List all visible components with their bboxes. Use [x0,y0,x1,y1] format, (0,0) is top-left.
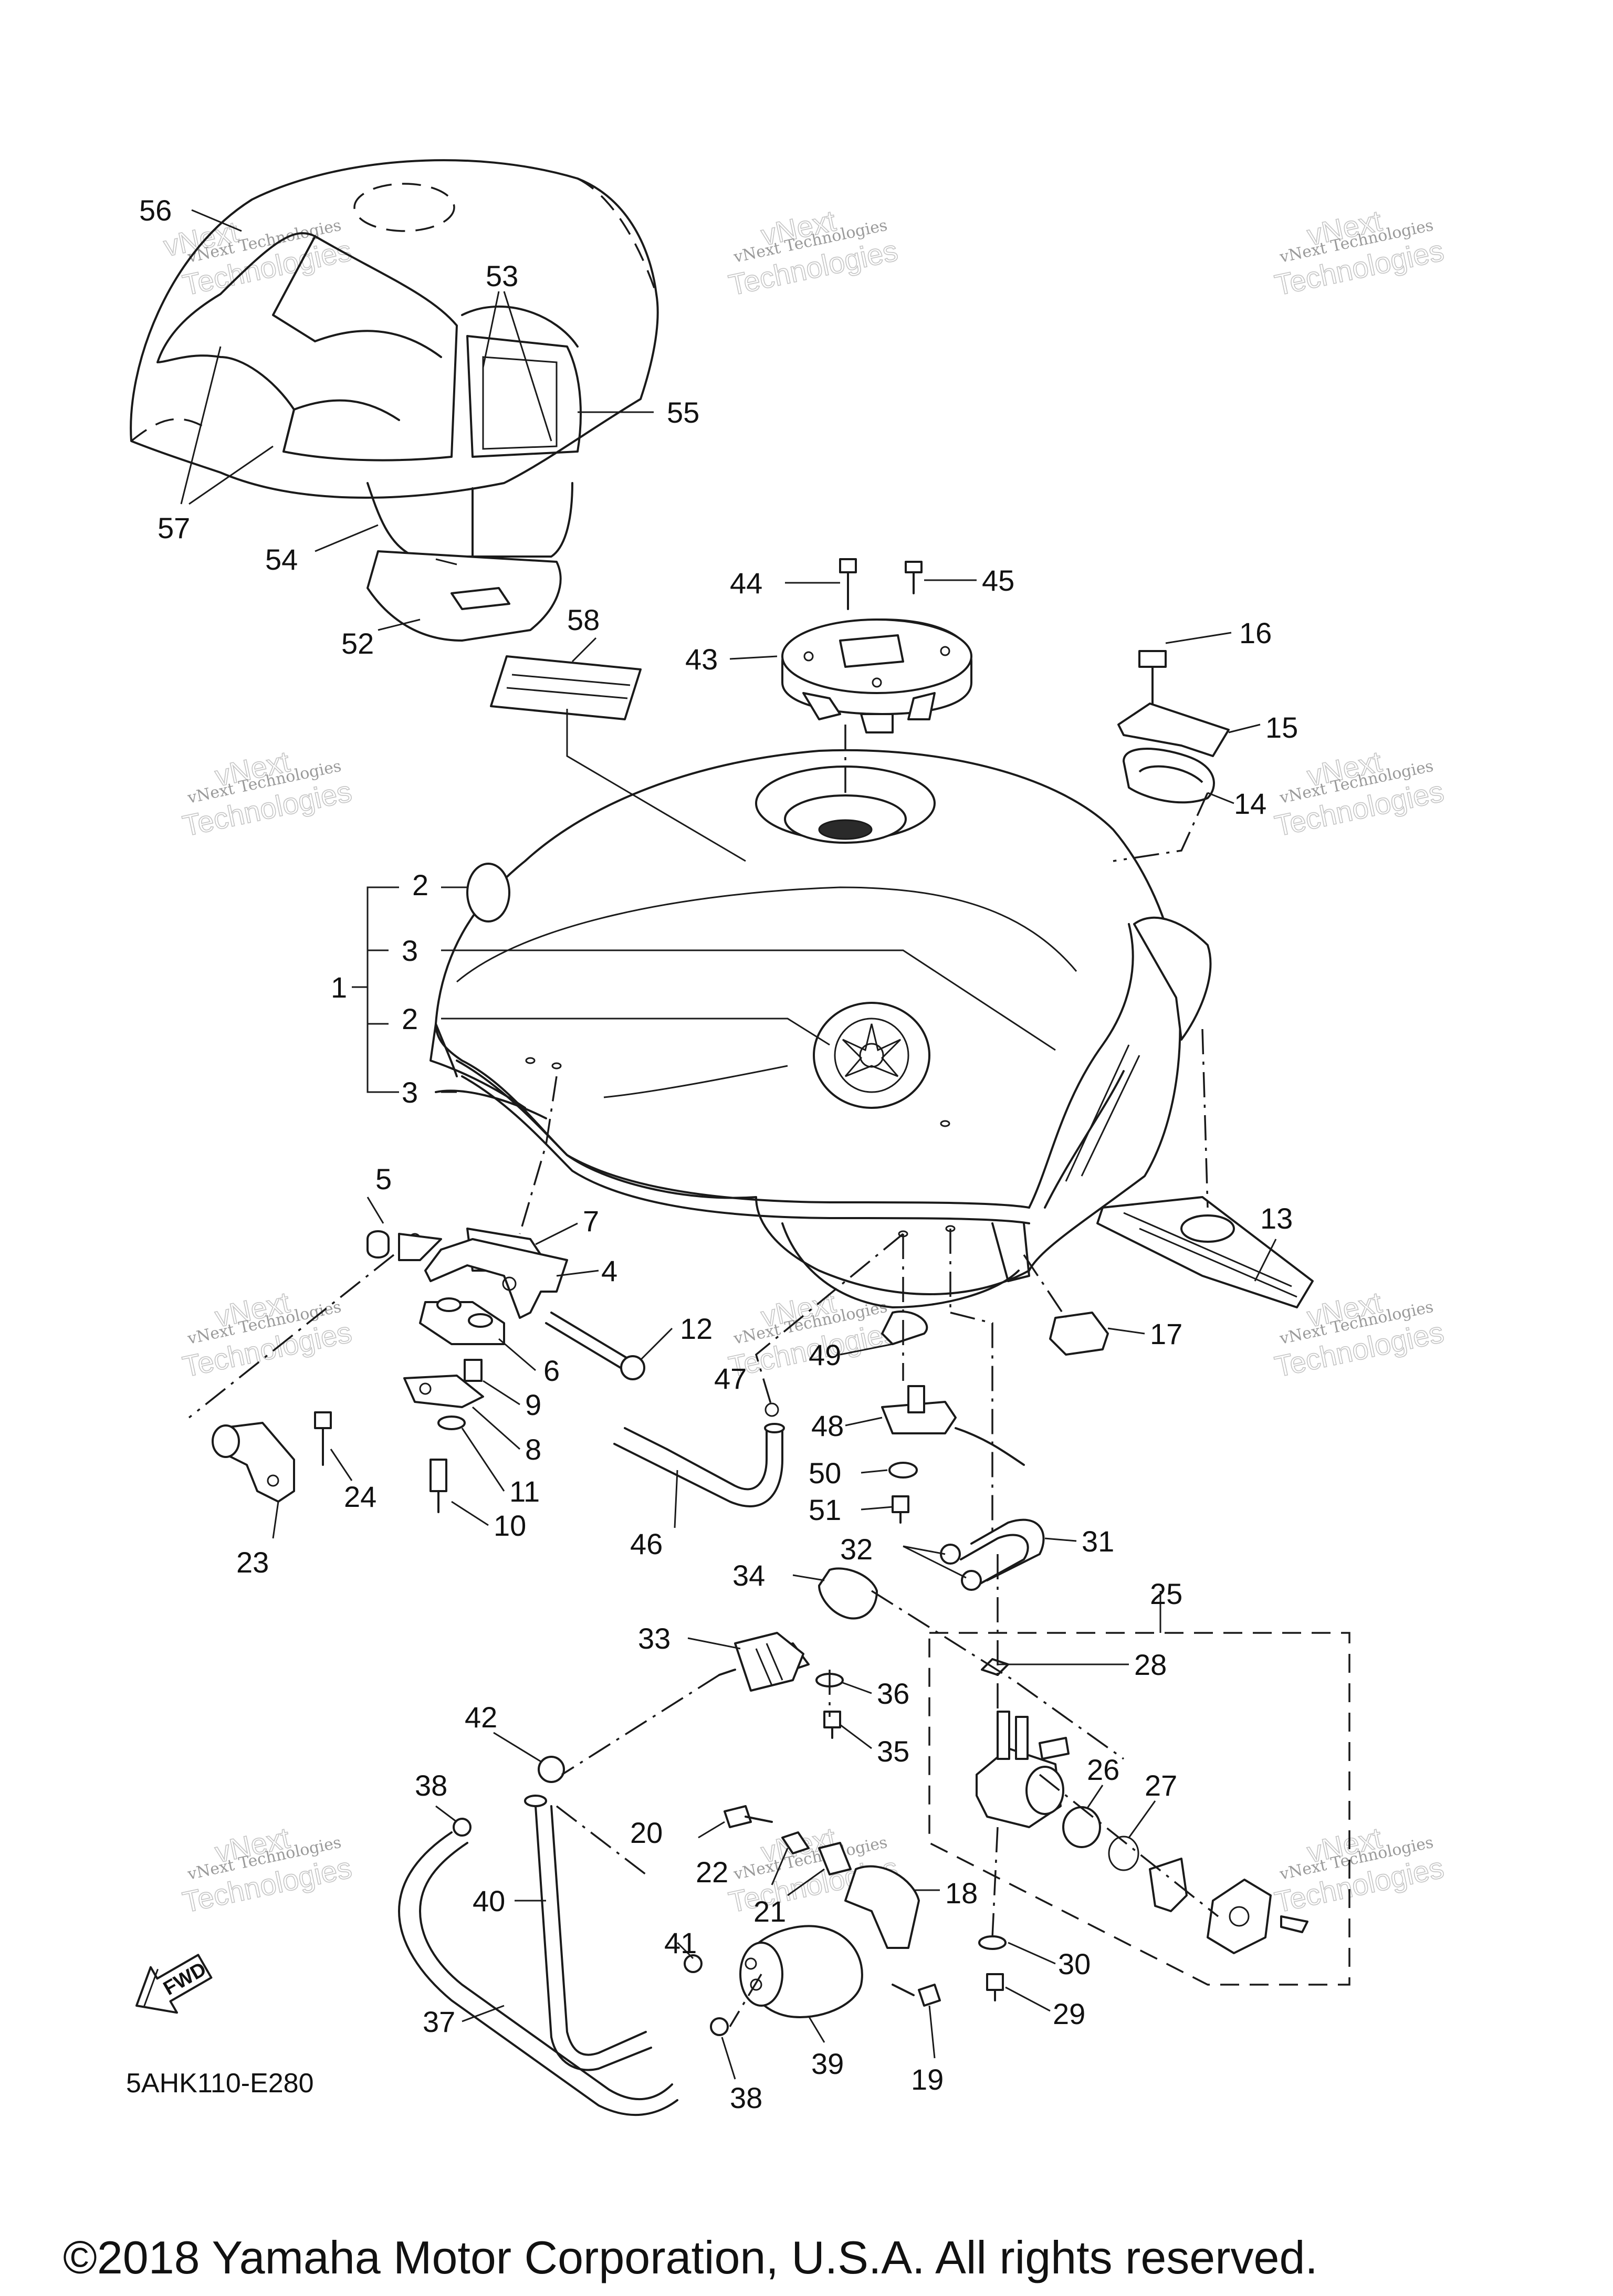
label-25: 25 [1150,1577,1182,1610]
label-31: 31 [1082,1525,1114,1558]
label-53: 53 [486,259,518,292]
label-45: 45 [982,564,1014,597]
label-36: 36 [877,1677,909,1710]
label-23: 23 [236,1546,269,1579]
label-7: 7 [583,1204,599,1238]
fuel-sensor-23-24 [212,1411,332,1503]
fuel-cock-assembly [928,1632,1350,2001]
label-5: 5 [375,1162,392,1196]
leader-lines [180,209,1277,2080]
label-49: 49 [809,1338,841,1371]
label-56: 56 [139,194,172,227]
diagram-code: 5AHK110-E280 [126,2068,314,2099]
yamaha-emblem-icon [834,1018,909,1093]
label-52: 52 [341,627,374,660]
forward-arrow-icon: FWD [135,1954,213,2014]
label-2a: 2 [412,868,428,901]
tank-top-cover [130,159,659,642]
label-22: 22 [696,1855,728,1889]
label-1: 1 [331,971,347,1004]
label-46: 46 [630,1527,663,1560]
label-14: 14 [1234,787,1266,820]
label-15: 15 [1265,711,1298,744]
label-11: 11 [509,1475,540,1508]
fuel-hoses-37-42 [398,1756,729,2116]
label-51: 51 [809,1493,841,1526]
part-labels: 56 53 55 57 54 52 58 44 45 43 16 15 14 2… [139,194,1298,2114]
label-55: 55 [667,396,699,429]
label-50: 50 [809,1456,841,1490]
label-18: 18 [945,1876,978,1910]
label-54: 54 [265,543,298,576]
label-43: 43 [685,643,718,676]
filter-hose-31-36 [718,1518,1045,1739]
heat-shield-13 [1096,1196,1314,1308]
label-3a: 3 [402,934,418,967]
label-26: 26 [1087,1753,1119,1786]
label-16: 16 [1239,616,1272,649]
label-3b: 3 [402,1076,418,1109]
label-12: 12 [680,1312,713,1345]
label-21: 21 [753,1895,786,1928]
label-30: 30 [1058,1947,1091,1980]
label-2b: 2 [402,1002,418,1035]
label-13: 13 [1260,1202,1293,1235]
clip-17 [1049,1312,1109,1356]
label-57: 57 [158,511,190,544]
label-9: 9 [525,1388,541,1421]
copyright-notice: ©2018 Yamaha Motor Corporation, U.S.A. A… [63,2231,1318,2283]
label-48: 48 [811,1409,844,1442]
label-44: 44 [730,567,762,600]
decal-58 [490,655,642,720]
label-17: 17 [1150,1317,1182,1350]
label-19: 19 [911,2063,944,2096]
label-47: 47 [714,1362,747,1395]
emblem-part-2 [466,863,510,922]
label-38a: 38 [415,1769,447,1802]
label-34: 34 [732,1559,765,1592]
fuel-tank [430,749,1212,1308]
label-29: 29 [1053,1997,1085,2030]
label-39: 39 [811,2047,844,2080]
fuel-cap-assembly [781,558,972,733]
label-40: 40 [473,1884,505,1917]
label-58: 58 [567,603,600,636]
label-41: 41 [664,1926,697,1959]
label-37: 37 [423,2005,455,2038]
label-4: 4 [601,1254,617,1287]
label-6: 6 [543,1354,560,1387]
brackets-4-12 [366,1228,645,1513]
label-8: 8 [525,1433,541,1466]
label-35: 35 [877,1735,909,1768]
label-33: 33 [638,1622,671,1655]
breather-hose-46-51 [613,1310,1025,1524]
label-24: 24 [344,1480,376,1513]
label-28: 28 [1134,1648,1167,1681]
label-42: 42 [465,1701,497,1734]
label-10: 10 [494,1509,526,1542]
bracket-14-16 [1117,650,1230,804]
label-38b: 38 [730,2081,762,2114]
label-32: 32 [840,1533,873,1566]
label-27: 27 [1145,1769,1177,1802]
label-20: 20 [630,1816,663,1849]
